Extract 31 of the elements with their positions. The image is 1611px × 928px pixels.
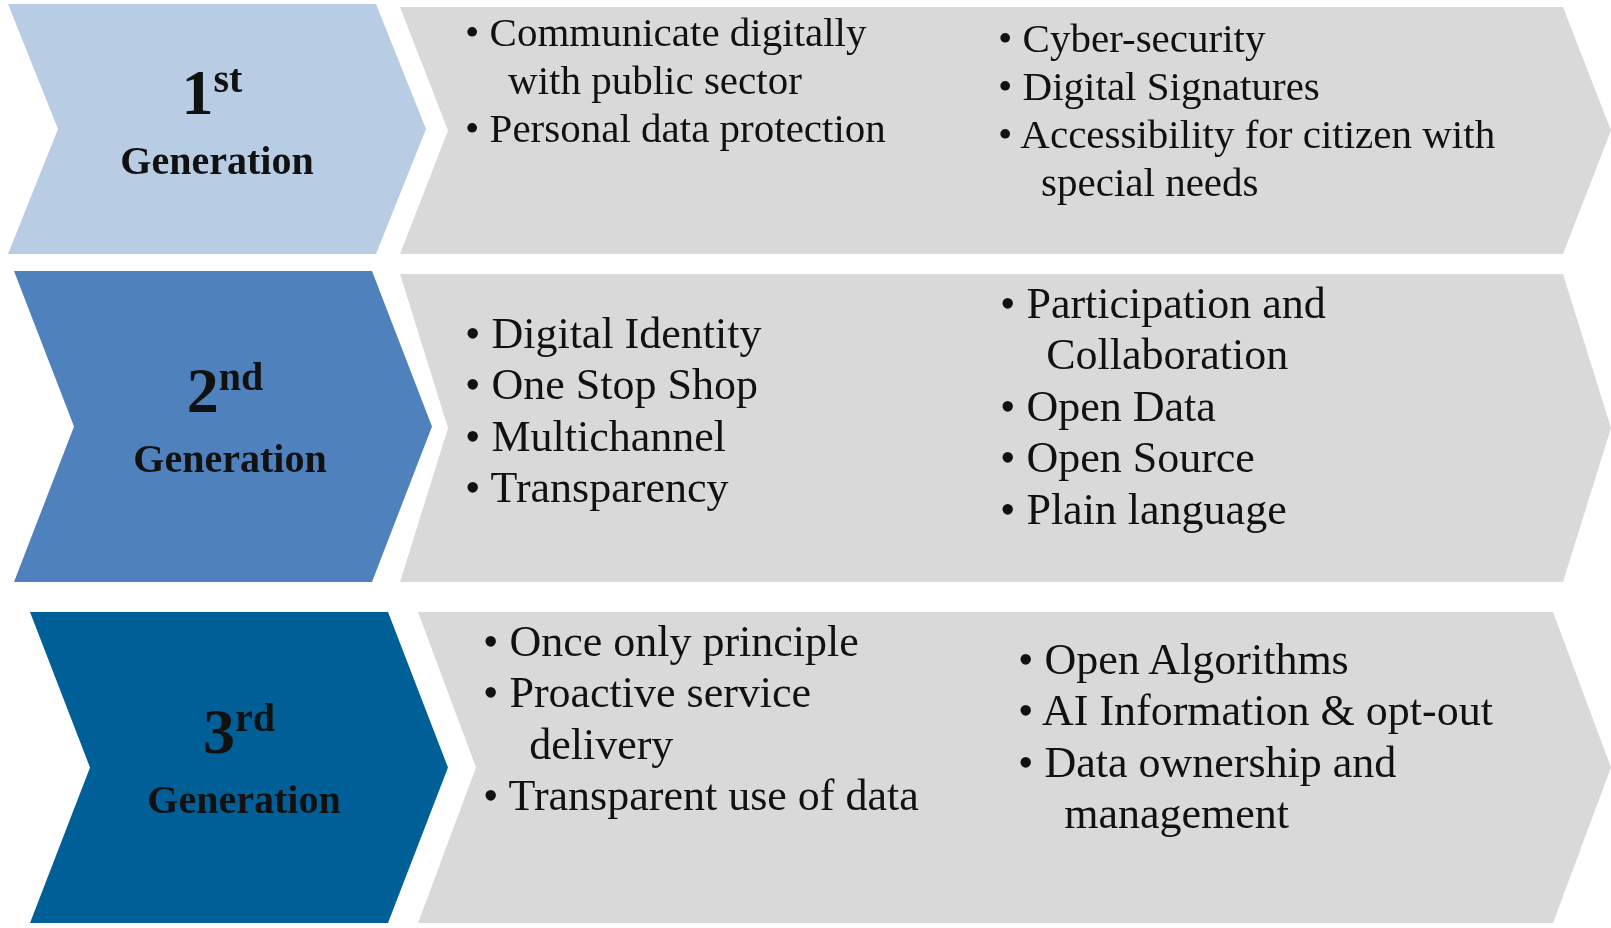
bullet-item: • Personal data protection (465, 104, 887, 153)
chevron-banner (400, 274, 1611, 582)
bullet-item: • Open Source (1000, 432, 1256, 484)
bullet-item: • Proactive service delivery (483, 667, 813, 771)
bullet-item: • Transparent use of data (483, 770, 920, 822)
bullet-item: • Communicate digitally with public sector (465, 9, 868, 105)
bullet-item: • Accessibility for citizen with special needs (998, 110, 1497, 207)
bullet-item: • Participation and Collaboration (1000, 278, 1327, 381)
bullet-item: • Open Algorithms (1018, 634, 1350, 686)
bullet-item: • One Stop Shop (465, 359, 759, 411)
bullet-item: • Cyber-security (998, 15, 1267, 63)
generation-label: Generation (146, 779, 342, 820)
chevron-banner (14, 271, 432, 582)
chevron-banner (400, 7, 1611, 254)
bullet-item: • Digital Signatures (998, 62, 1321, 111)
bullet-item: • Digital Identity (465, 308, 763, 360)
bullet-item: • Multichannel (465, 410, 727, 463)
bullet-item: • Transparency (465, 462, 730, 514)
generation-label: Generation (119, 141, 315, 181)
generation-number: 3$^{rd}$ (202, 699, 276, 764)
generation-number: 1$^{st}$ (180, 61, 244, 125)
bullet-item: • Once only principle (483, 616, 860, 668)
chevron-banner (418, 612, 1611, 923)
chevron-banner (30, 612, 448, 923)
chevron-banner (8, 4, 426, 254)
bullet-item: • Open Data (1000, 380, 1217, 433)
bullet-item: • AI Information & opt-out (1018, 685, 1494, 737)
generation-label: Generation (132, 438, 328, 479)
generation-number: 2$^{nd}$ (185, 358, 265, 423)
bullet-item: • Data ownership and management (1018, 736, 1398, 840)
bullet-item: • Plain language (1000, 483, 1288, 536)
